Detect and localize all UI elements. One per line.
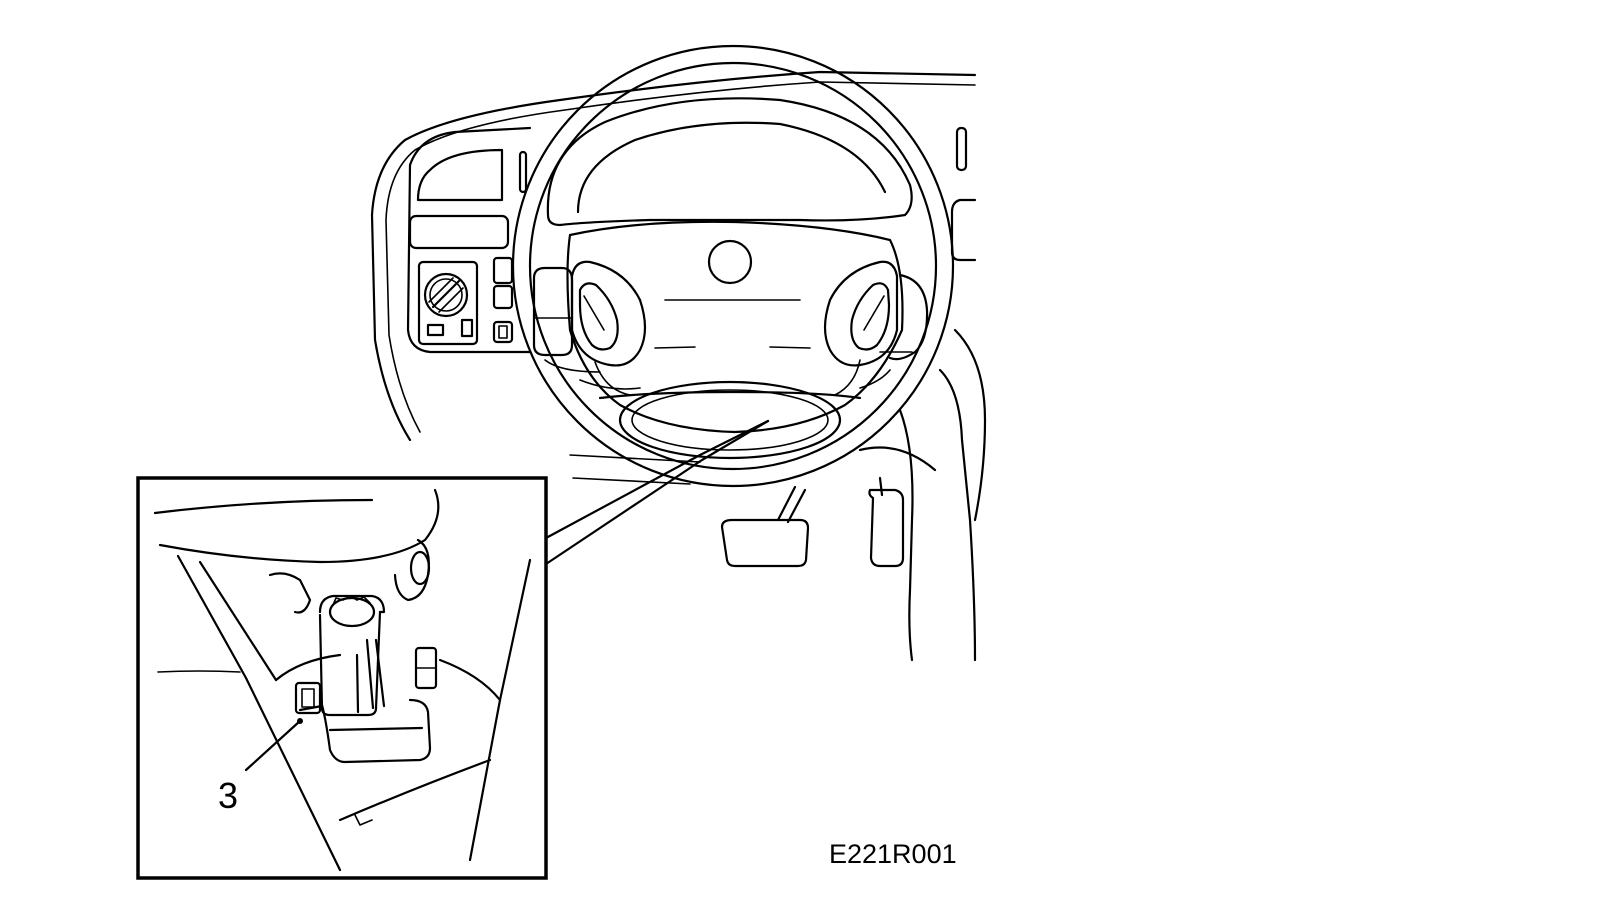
pedals — [720, 476, 905, 568]
dashboard — [370, 70, 987, 662]
callout-number: 3 — [218, 775, 238, 816]
detail-leader-lines — [544, 419, 770, 566]
steering-wheel — [511, 44, 955, 488]
figure-code: E221R001 — [829, 839, 957, 869]
callout-3: 3 — [218, 718, 303, 816]
detail-inset — [136, 476, 548, 880]
